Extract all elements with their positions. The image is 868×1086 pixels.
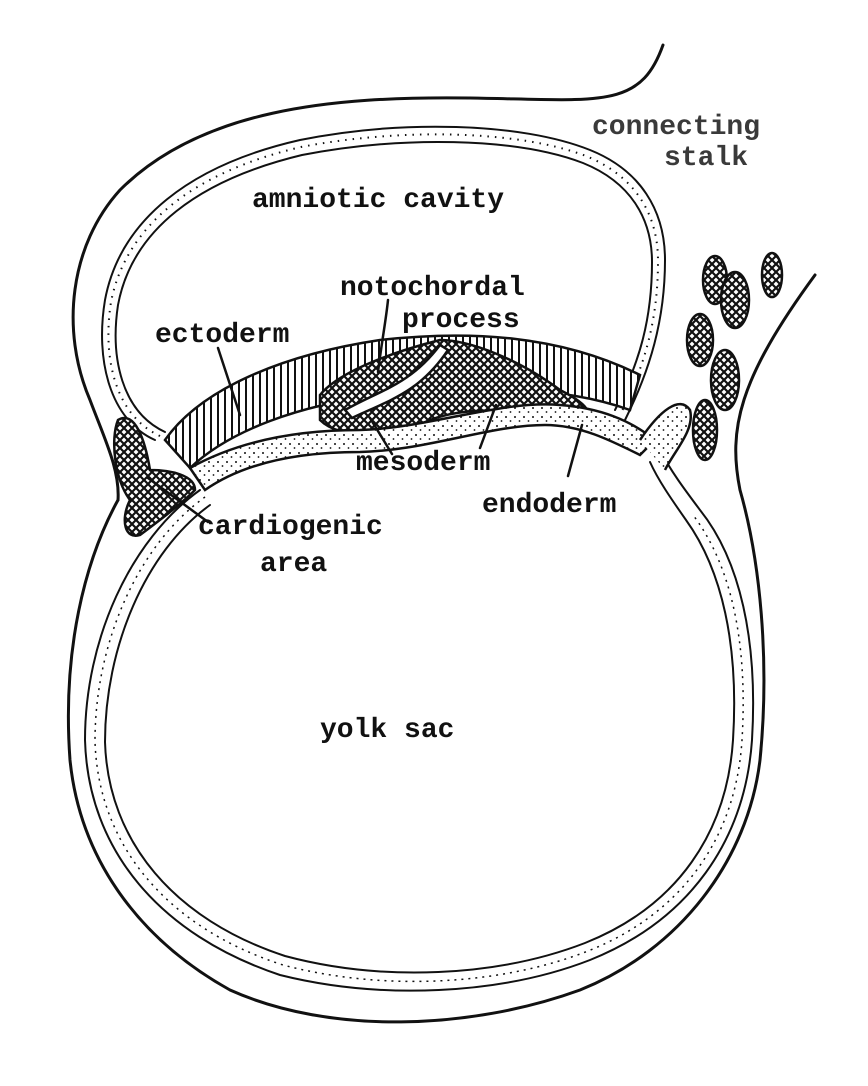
mesoderm-label: mesoderm: [356, 448, 490, 479]
connecting-stalk-label-2: stalk: [664, 143, 748, 174]
notochordal-leader: [376, 298, 390, 374]
connecting-stalk-label-1: connecting: [592, 112, 760, 143]
yolk-sac-wall-outer: [83, 449, 755, 992]
mesoderm-leader: [368, 416, 394, 456]
cardiogenic-leader: [146, 476, 210, 524]
amnion-inner: [114, 140, 654, 433]
yolk-sac-cells: [94, 496, 744, 983]
cardiogenic-label-1: cardiogenic: [198, 512, 383, 543]
cardiogenic-label-2: area: [260, 549, 327, 580]
notochordal-label-1: notochordal: [340, 273, 525, 304]
mesoderm-leader-2: [478, 403, 498, 450]
amnion-outer: [101, 125, 667, 441]
yolk-sac-label: yolk sac: [320, 715, 454, 746]
ectoderm-label: ectoderm: [155, 320, 289, 351]
ectoderm-leader: [216, 346, 242, 417]
cardiogenic-mass: [112, 416, 197, 537]
amnion-cells: [107, 133, 660, 437]
notochordal-process-shape: [343, 343, 450, 420]
endoderm-label: endoderm: [482, 490, 616, 521]
connecting-stalk-vessels: [638, 251, 784, 471]
outer-membrane-upper: [71, 43, 665, 502]
notochordal-label-2: process: [402, 305, 520, 336]
amniotic-cavity-label: amniotic cavity: [252, 185, 504, 216]
yolk-sac-wall-inner: [103, 461, 736, 974]
endoderm-leader: [566, 423, 584, 478]
outer-membrane-lower: [66, 273, 817, 1024]
